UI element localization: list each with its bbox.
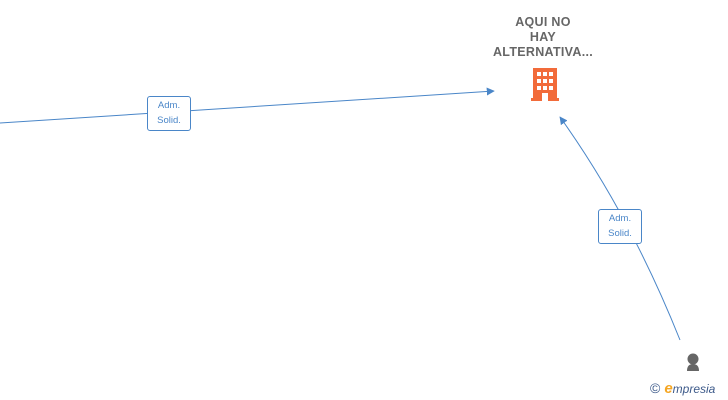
company-title-line-2: HAY xyxy=(529,30,557,44)
edge-line-1[interactable] xyxy=(0,87,495,124)
brand-logo-text: mpresia xyxy=(672,382,716,396)
person-icon[interactable] xyxy=(687,353,699,372)
building-icon[interactable] xyxy=(531,68,559,101)
edge-label-2-line-2: Solid. xyxy=(608,228,632,239)
copyright-symbol: © xyxy=(650,380,661,396)
edge-label-2[interactable]: Adm. Solid. xyxy=(598,209,642,244)
edge-label-1-line-1: Adm. xyxy=(157,100,181,111)
empresia-watermark: ©empresia xyxy=(650,380,715,397)
company-title-line-1: AQUI NO xyxy=(515,15,571,29)
edge-label-2-line-1: Adm. xyxy=(608,213,632,224)
company-node-title[interactable]: AQUI NO HAY ALTERNATIVA... xyxy=(483,15,603,60)
edge-label-1[interactable]: Adm. Solid. xyxy=(147,96,191,131)
edge-label-1-line-2: Solid. xyxy=(157,115,181,126)
brand-logo-initial: e xyxy=(664,380,673,397)
company-title-line-3: ALTERNATIVA... xyxy=(492,45,594,59)
